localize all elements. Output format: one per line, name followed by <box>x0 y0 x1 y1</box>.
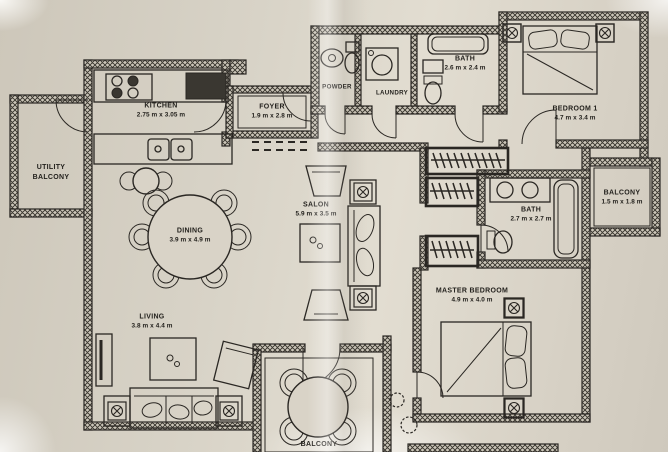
living-dims: 3.8 m x 4.4 m <box>131 322 173 330</box>
master-bath-name: BATH <box>520 206 542 214</box>
dining-furniture <box>128 189 252 289</box>
bedroom1-furniture <box>502 23 615 95</box>
powder-label: POWDER <box>322 84 352 93</box>
balcony-bottom-name: BALCONY <box>300 441 338 449</box>
kitchen-label: KITCHEN 2.75 m x 3.05 m <box>137 102 185 121</box>
balcony-furniture <box>237 95 651 452</box>
balcony-right-name: BALCONY <box>603 189 641 197</box>
guest-bath-name: BATH <box>454 55 476 63</box>
walls <box>9 11 661 452</box>
salon-label: SALON 5.9 m x 3.5 m <box>295 201 336 220</box>
wardrobes <box>424 146 510 268</box>
door-arcs <box>55 92 557 399</box>
dining-name: DINING <box>176 227 204 235</box>
utility-balcony-label: UTILITY BALCONY <box>20 163 82 183</box>
master-bedroom-label: MASTER BEDROOM 4.9 m x 4.0 m <box>436 287 508 306</box>
guest-bath-dims: 2.6 m x 2.4 m <box>444 64 486 72</box>
foyer-dims: 1.9 m x 2.8 m <box>251 112 293 120</box>
bath-fixtures <box>320 33 579 259</box>
balcony-right-label: BALCONY 1.5 m x 1.8 m <box>601 189 642 208</box>
living-label: LIVING 3.8 m x 4.4 m <box>131 313 172 332</box>
salon-furniture <box>299 165 381 321</box>
living-furniture <box>95 333 260 429</box>
foyer-label: FOYER 1.9 m x 2.8 m <box>251 103 292 122</box>
dining-label: DINING 3.9 m x 4.9 m <box>169 227 210 246</box>
salon-dims: 5.9 m x 3.5 m <box>295 210 337 218</box>
kitchen-furniture <box>93 69 233 195</box>
master-bath-label: BATH 2.7 m x 2.7 m <box>510 206 551 225</box>
bedroom1-dims: 4.7 m x 3.4 m <box>554 114 596 122</box>
guest-bath-label: BATH 2.6 m x 2.4 m <box>444 55 485 74</box>
salon-name: SALON <box>303 201 329 209</box>
master-bath-dims: 2.7 m x 2.7 m <box>510 215 552 223</box>
kitchen-name: KITCHEN <box>144 102 178 110</box>
bedroom1-name: BEDROOM 1 <box>552 105 598 113</box>
master-bedroom-name: MASTER BEDROOM <box>435 287 509 295</box>
laundry-label: LAUNDRY <box>376 90 408 99</box>
balcony-bottom-label: BALCONY <box>301 440 338 450</box>
utility-balcony-name: UTILITY BALCONY <box>32 164 70 181</box>
master-bedroom-dims: 4.9 m x 4.0 m <box>451 296 493 304</box>
master-furniture <box>389 297 532 434</box>
laundry-name: LAUNDRY <box>375 89 409 97</box>
balcony-right-dims: 1.5 m x 1.8 m <box>601 198 643 206</box>
foyer-name: FOYER <box>259 103 285 111</box>
living-name: LIVING <box>139 313 165 321</box>
powder-name: POWDER <box>322 83 352 91</box>
bedroom1-label: BEDROOM 1 4.7 m x 3.4 m <box>552 105 597 124</box>
kitchen-dims: 2.75 m x 3.05 m <box>136 111 186 119</box>
dining-dims: 3.9 m x 4.9 m <box>169 236 211 244</box>
